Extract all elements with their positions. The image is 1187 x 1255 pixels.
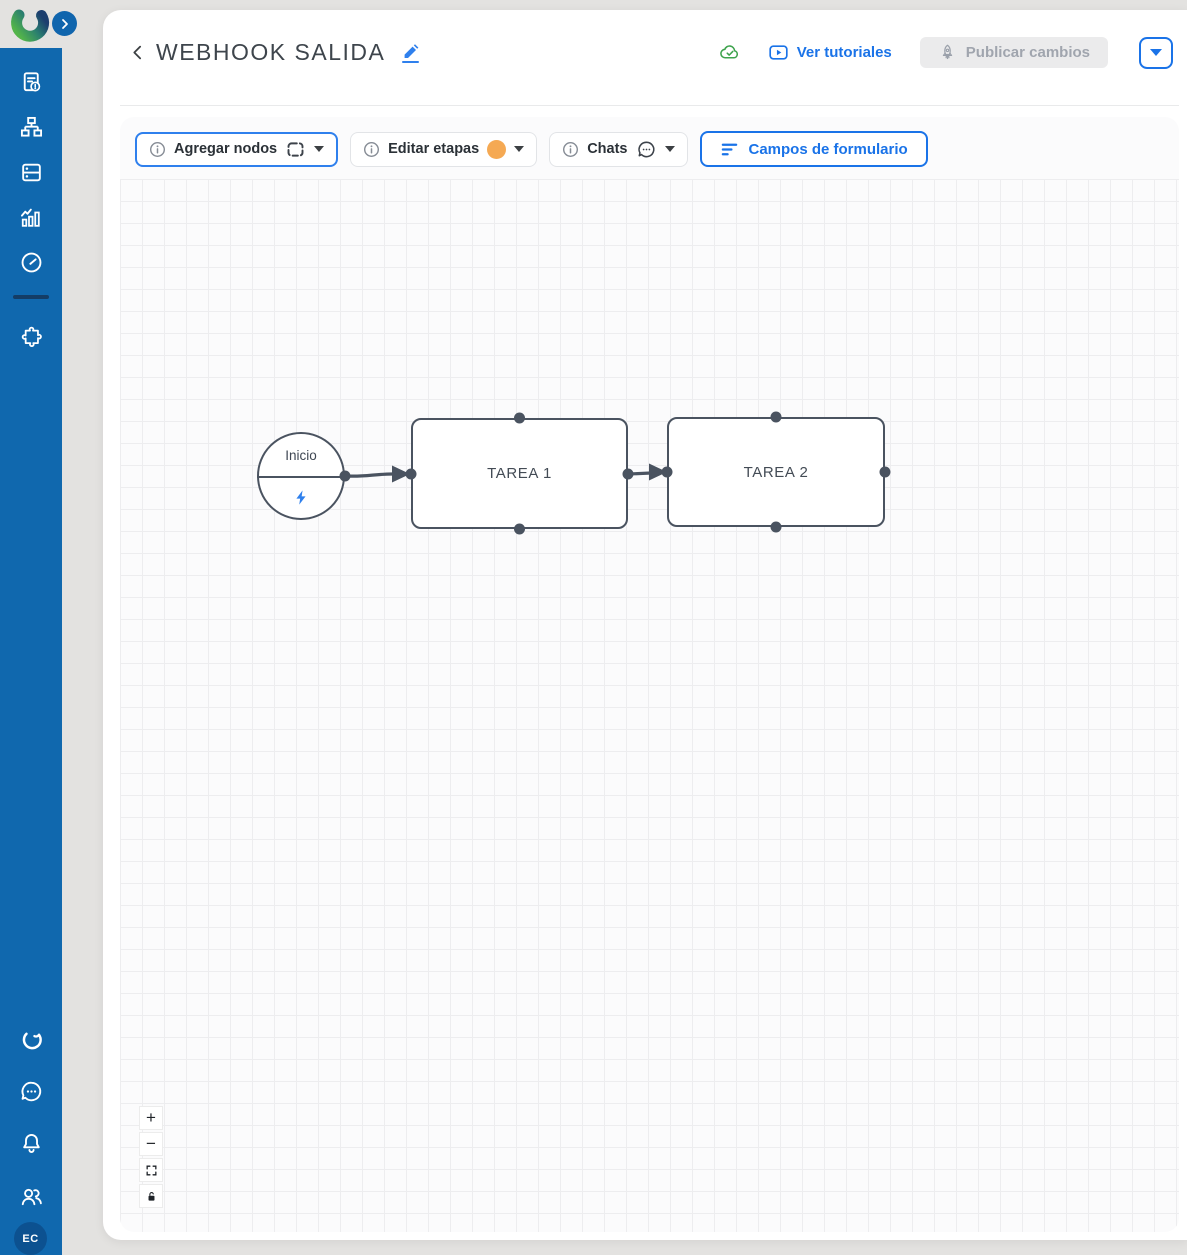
fit-view-icon	[146, 1165, 156, 1175]
sidebar-item-users[interactable]	[0, 1179, 62, 1213]
task-node-1[interactable]: TAREA 1	[411, 418, 628, 529]
rocket-icon	[942, 44, 952, 60]
node-placeholder-icon	[287, 141, 304, 157]
edit-title-icon[interactable]	[399, 42, 421, 64]
publish-label: Publicar cambios	[965, 44, 1090, 61]
puzzle-icon	[21, 326, 42, 347]
chevron-left-icon	[132, 45, 141, 60]
form-fields-label: Campos de formulario	[748, 140, 908, 158]
task-node-2[interactable]: TAREA 2	[667, 417, 885, 527]
tutorials-label: Ver tutoriales	[796, 44, 892, 61]
bar-chart-icon	[20, 208, 40, 227]
sidebar-expand-button[interactable]	[52, 11, 77, 36]
bell-icon	[22, 1133, 40, 1153]
canvas-grid	[120, 179, 1179, 1232]
document-report-icon	[23, 71, 40, 91]
sidebar-item-brand[interactable]	[0, 1021, 62, 1055]
sitemap-icon	[20, 116, 42, 137]
start-node-label: Inicio	[285, 447, 317, 463]
chevron-down-icon	[514, 146, 525, 152]
chat-bubble-icon	[21, 1081, 41, 1101]
task-node-label: TAREA 1	[487, 465, 552, 482]
zoom-out-button[interactable]: −	[139, 1132, 163, 1156]
add-nodes-button[interactable]: Agregar nodos	[135, 131, 339, 167]
sidebar-item-flows[interactable]	[0, 110, 62, 144]
app-logo-icon	[11, 9, 50, 42]
back-button[interactable]	[126, 40, 148, 66]
publish-options-dropdown[interactable]	[1139, 36, 1173, 69]
filter-lines-icon	[721, 143, 737, 155]
start-node[interactable]: Inicio	[257, 432, 345, 520]
zoom-controls: + −	[139, 1106, 163, 1208]
stage-color-dot	[487, 139, 507, 159]
users-icon	[21, 1188, 42, 1205]
start-node-divider	[257, 476, 345, 478]
sidebar-item-integrations[interactable]	[0, 320, 62, 354]
canvas-toolbar: Agregar nodos Editar etapas	[135, 131, 928, 167]
task-node-label: TAREA 2	[743, 463, 809, 481]
form-fields-button[interactable]: Campos de formulario	[699, 131, 928, 167]
sidebar-item-analytics[interactable]	[0, 200, 62, 234]
sidebar: EC	[0, 48, 62, 1255]
panel-header: WEBHOOK SALIDA Ver tutoriales	[103, 10, 1187, 95]
sidebar-item-reports[interactable]	[0, 65, 62, 99]
fit-view-button[interactable]	[139, 1158, 163, 1182]
user-avatar[interactable]: EC	[14, 1222, 47, 1255]
brand-u-icon	[22, 1032, 42, 1049]
edit-stages-label: Editar etapas	[388, 141, 480, 157]
server-icon	[21, 163, 41, 181]
info-icon	[364, 141, 380, 157]
sidebar-item-conversations[interactable]	[0, 1074, 62, 1108]
edit-stages-button[interactable]: Editar etapas	[350, 131, 538, 167]
cloud-saved-icon	[719, 44, 738, 59]
header-actions: Ver tutoriales Publicar cambios	[719, 36, 1173, 69]
flow-canvas[interactable]: Agregar nodos Editar etapas	[120, 117, 1179, 1232]
info-icon	[149, 141, 166, 157]
lock-canvas-button[interactable]	[139, 1184, 163, 1208]
chats-button[interactable]: Chats	[549, 131, 688, 167]
chat-bubble-icon	[637, 141, 655, 157]
publish-button[interactable]: Publicar cambios	[919, 37, 1108, 68]
lock-icon	[148, 1191, 154, 1201]
add-nodes-label: Agregar nodos	[174, 141, 278, 157]
sidebar-item-database[interactable]	[0, 155, 62, 189]
gauge-icon	[21, 252, 41, 272]
zoom-in-button[interactable]: +	[139, 1106, 163, 1130]
brand-strip	[0, 0, 103, 48]
lightning-bolt-icon	[295, 489, 306, 505]
chevron-down-icon	[1150, 49, 1162, 56]
tutorials-link[interactable]: Ver tutoriales	[768, 42, 892, 63]
chevron-down-icon	[664, 146, 675, 152]
chats-label: Chats	[587, 141, 628, 157]
sidebar-item-dashboard[interactable]	[0, 245, 62, 279]
sidebar-item-notifications[interactable]	[0, 1126, 62, 1160]
sidebar-divider	[13, 295, 49, 299]
main-panel: WEBHOOK SALIDA Ver tutoriales	[103, 10, 1187, 1240]
info-icon	[563, 141, 579, 157]
header-divider	[120, 105, 1179, 106]
chevron-right-icon	[61, 18, 68, 29]
page-title: WEBHOOK SALIDA	[156, 39, 386, 65]
chevron-down-icon	[314, 146, 325, 152]
video-play-icon	[769, 45, 788, 60]
